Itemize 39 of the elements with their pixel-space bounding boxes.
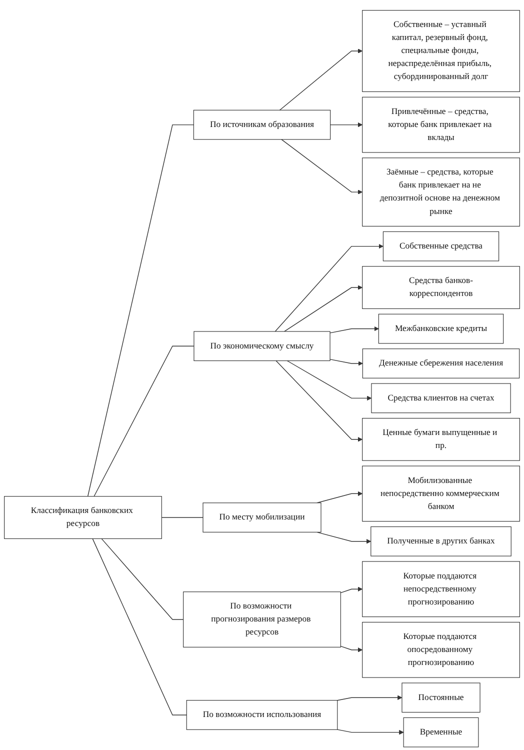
arrow	[286, 360, 372, 401]
node-box: Денежные сбережения населения	[362, 348, 520, 379]
node-box: Средства банков-корреспондентов	[362, 266, 520, 310]
node-box: Мобилизованные непосредственно коммерческим банком	[362, 466, 520, 522]
arrow	[340, 646, 363, 653]
node-box: По возможности использования	[186, 700, 338, 730]
connector	[87, 124, 194, 498]
arrow	[316, 492, 363, 504]
arrow	[274, 244, 384, 332]
node-box: Ценные бумаги выпущенные и пр.	[362, 418, 520, 462]
arrow	[281, 139, 363, 195]
arrow	[279, 48, 363, 111]
arrow	[284, 285, 363, 332]
connector	[92, 538, 187, 716]
node-box: По источникам образования	[193, 110, 331, 140]
arrow	[330, 122, 363, 128]
node-box: По месту мобилизации	[202, 502, 322, 533]
node-box: Постоянные	[402, 683, 480, 713]
node-box: Полученные в других банках	[370, 526, 512, 557]
connector	[94, 346, 194, 498]
node-box: Межбанковские кредиты	[378, 314, 504, 344]
arrow	[337, 730, 404, 736]
node-box: Заёмные – средства, которые банк привлекает на не депозитной основе на денежном рынке	[362, 158, 520, 227]
node-box: Временные	[403, 718, 479, 748]
node-box: По возможности прогнозирования размеров ресурсов	[183, 592, 341, 648]
arrow	[340, 587, 363, 594]
node-box: Классификация банковских ресурсов	[4, 496, 162, 540]
arrow	[276, 360, 363, 442]
node-box: Собственные средства	[382, 232, 500, 262]
node-box: Привлечённые – средства, которые банк привлекает на вклады	[362, 97, 520, 154]
node-box: Средства клиентов на счетах	[371, 384, 511, 414]
arrow	[330, 326, 379, 334]
node-box: Которые поддаются опосредованному прогнозированию	[362, 622, 520, 678]
connector	[101, 538, 184, 620]
node-box: Которые поддаются непосредственному прогнозированию	[362, 562, 520, 618]
node-box: Собственные – уставный капитал, резервный фонд, специальные фонды, нераспределённая прибыль, субординированный долг	[362, 10, 520, 92]
arrow	[330, 359, 363, 366]
arrow	[337, 696, 402, 702]
node-box: По экономическому смыслу	[194, 332, 330, 362]
